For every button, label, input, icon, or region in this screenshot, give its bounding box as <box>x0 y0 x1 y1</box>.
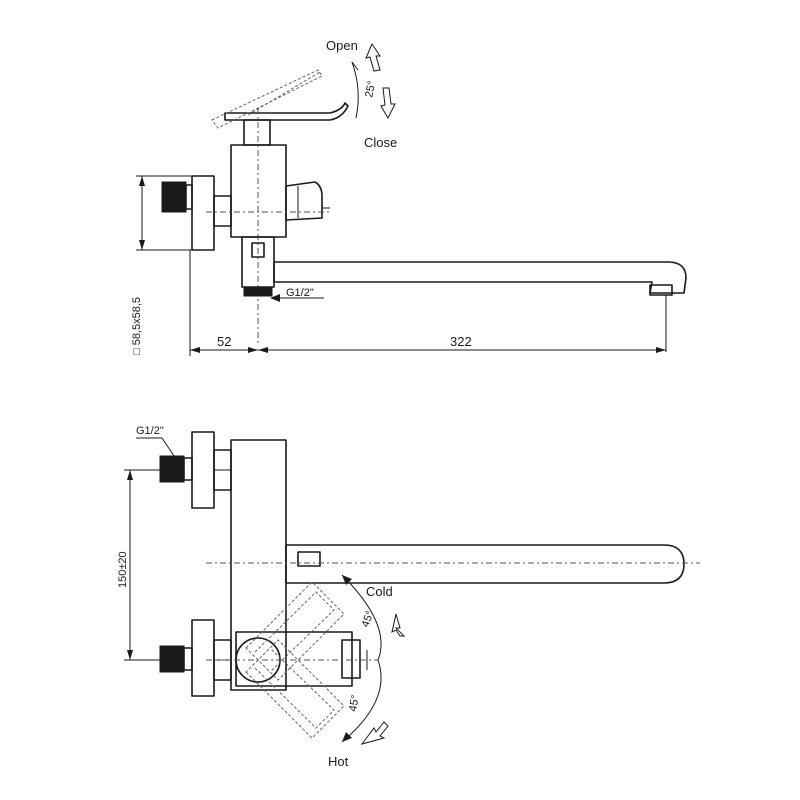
top-lower-connector <box>159 619 232 697</box>
top-thread-label: G1/2" <box>136 425 164 437</box>
side-handle-angle: 25° Open Close <box>326 38 397 150</box>
dim-square: □ 58,5x58,5 <box>131 175 192 355</box>
dim-spout-label: 322 <box>450 334 472 349</box>
side-spout <box>273 261 687 352</box>
cold-arrow-icon <box>391 613 406 637</box>
top-mixer-body <box>206 439 700 739</box>
top-handle-angle: 45° 45° Cold Hot <box>328 574 406 769</box>
side-view: 25° Open Close G1/2" □ 58,5x58,5 <box>131 38 687 356</box>
angle-handle-label: 25° <box>363 80 378 99</box>
angle-cold-label: 45° <box>360 609 377 629</box>
side-mixer-body <box>206 69 349 345</box>
hot-label: Hot <box>328 754 349 769</box>
side-wall-connector <box>161 175 232 251</box>
top-upper-connector <box>159 431 232 509</box>
top-view: 45° 45° Cold Hot G1/2" 150±20 <box>117 425 700 769</box>
side-thread-label: G1/2" <box>286 287 314 299</box>
dim-spacing: 150±20 <box>117 469 164 661</box>
open-label: Open <box>326 38 358 53</box>
side-thread-callout: G1/2" <box>270 287 324 302</box>
close-label: Close <box>364 135 397 150</box>
dim-spacing-label: 150±20 <box>117 551 129 588</box>
hot-arrow-icon <box>360 721 389 745</box>
dim-offset-label: 52 <box>217 334 231 349</box>
top-thread-callout: G1/2" <box>136 425 175 457</box>
cold-label: Cold <box>366 584 393 599</box>
close-arrow-icon <box>380 87 396 120</box>
dim-square-label: □ 58,5x58,5 <box>131 297 143 355</box>
open-arrow-icon <box>365 42 381 72</box>
dim-horizontal: 52 322 <box>189 250 666 356</box>
angle-hot-label: 45° <box>347 694 362 712</box>
